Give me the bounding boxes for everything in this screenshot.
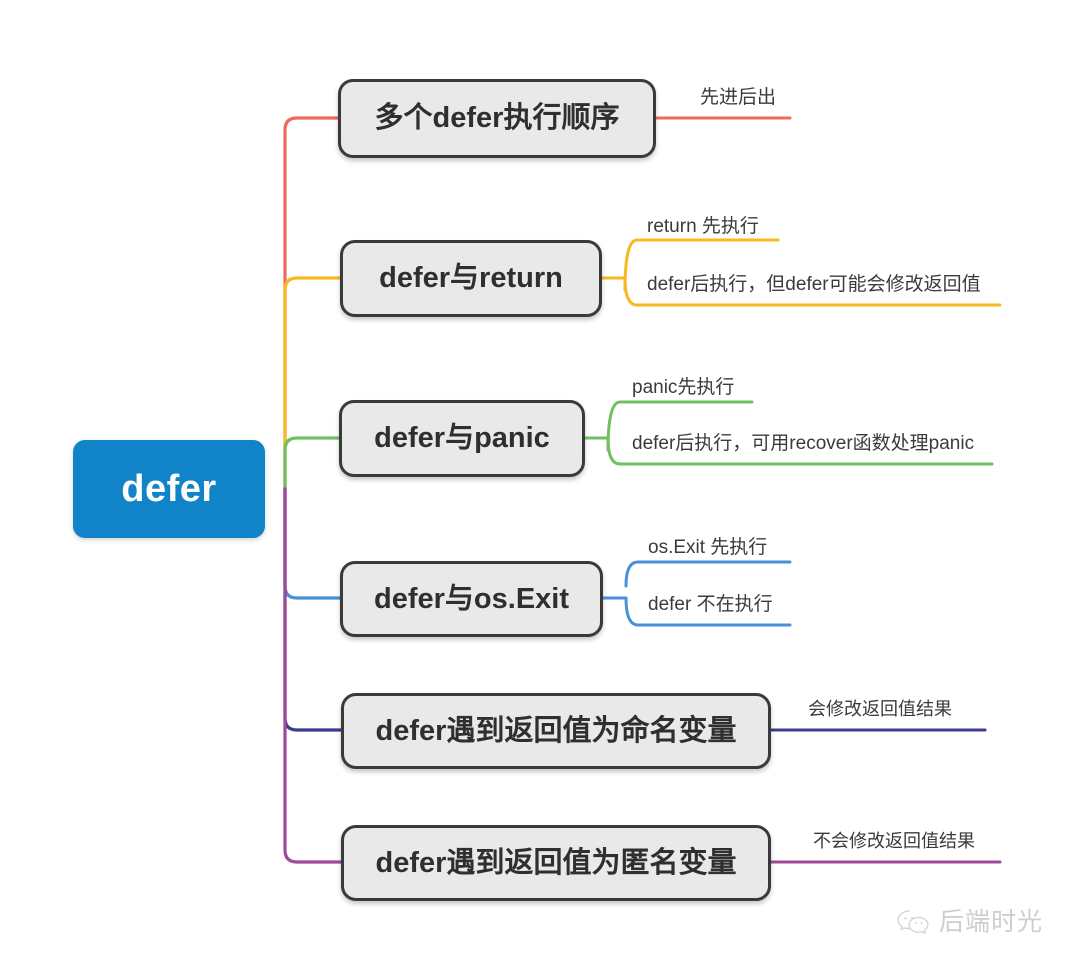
leaf-text: defer后执行，但defer可能会修改返回值 [647,274,981,295]
topic-label: defer与panic [374,422,550,454]
leaf-text: os.Exit 先执行 [648,537,768,558]
leaf-label-panic-first: panic先执行 [632,378,734,397]
leaf-text: 会修改返回值结果 [808,699,952,719]
leaf-label-osexit-first: os.Exit 先执行 [648,538,767,557]
leaf-label-defer-may-modify-return: defer后执行，但defer可能会修改返回值 [647,275,981,294]
topic-node-multi-defer-order[interactable]: 多个defer执行顺序 [338,79,656,158]
leaf-text: defer 不在执行 [648,594,773,615]
watermark: 后端时光 [896,909,1043,935]
topic-label: defer遇到返回值为匿名变量 [375,846,737,879]
topic-node-named-return-var[interactable]: defer遇到返回值为命名变量 [341,693,771,769]
leaf-text: panic先执行 [632,377,735,398]
leaf-rule-branch-4-0 [624,560,792,588]
leaf-label-return-first: return 先执行 [647,217,759,236]
connector-branch-2 [283,276,347,491]
leaf-text: defer后执行，可用recover函数处理panic [632,433,975,454]
root-label: defer [121,468,217,510]
wechat-icon [896,909,930,935]
connector-branch-5 [283,487,347,732]
root-node[interactable]: defer [73,440,265,538]
leaf-text: 先进后出 [700,87,777,108]
connector-branch-4 [283,487,347,600]
leaf-label-fifo: 先进后出 [700,88,776,107]
topic-node-anonymous-return-var[interactable]: defer遇到返回值为匿名变量 [341,825,771,901]
connector-branch-6 [283,487,347,864]
connector-branch-3 [283,436,342,491]
topic-label: defer与os.Exit [374,582,569,615]
connector-branch-1 [283,116,347,491]
topic-node-defer-return[interactable]: defer与return [340,240,602,317]
watermark-label: 后端时光 [939,907,1044,936]
topic-label: 多个defer执行顺序 [374,102,620,134]
leaf-label-will-not-modify-result: 不会修改返回值结果 [813,832,975,850]
leaf-text: return 先执行 [647,216,759,237]
topic-label: defer与return [379,262,563,294]
topic-node-defer-osexit[interactable]: defer与os.Exit [340,561,603,637]
leaf-label-will-modify-result: 会修改返回值结果 [808,700,952,718]
topic-node-defer-panic[interactable]: defer与panic [339,400,585,477]
leaf-text: 不会修改返回值结果 [813,831,975,851]
leaf-label-defer-not-run: defer 不在执行 [648,595,773,614]
topic-label: defer遇到返回值为命名变量 [375,714,737,747]
leaf-label-defer-recover: defer后执行，可用recover函数处理panic [632,434,974,453]
